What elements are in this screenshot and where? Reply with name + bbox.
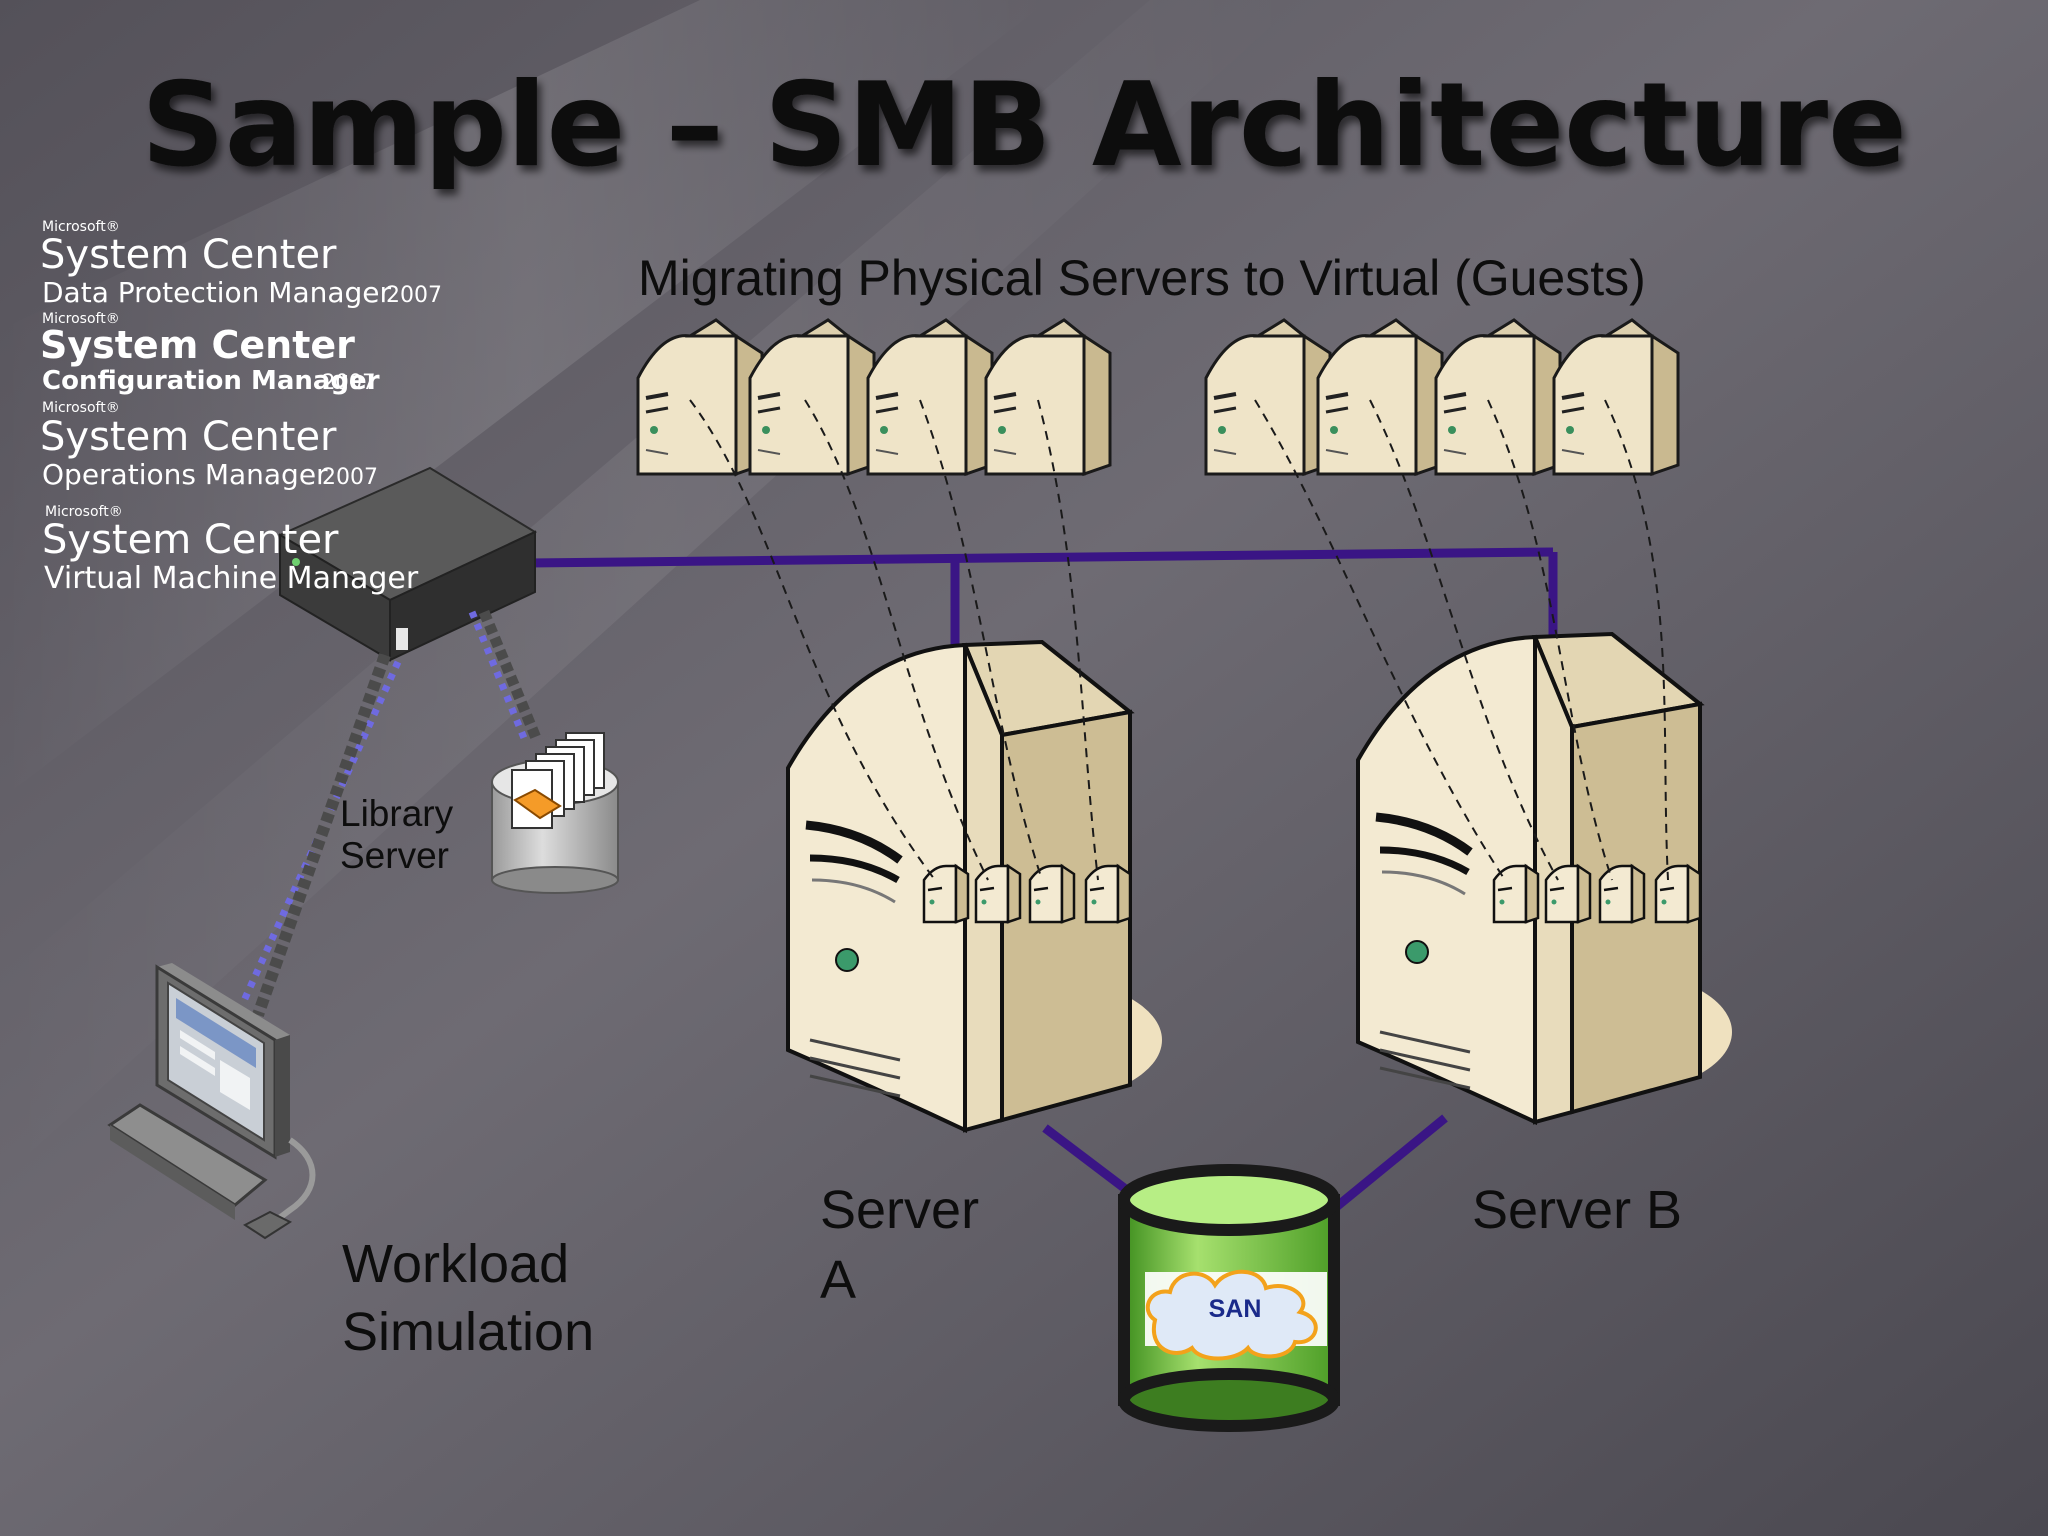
virtual-guest-icon — [1654, 863, 1702, 924]
server-a-label: A — [820, 1250, 856, 1310]
version-label: 2007 — [386, 283, 442, 308]
virtual-guest-icon — [974, 863, 1022, 924]
vendor-label: Microsoft® — [45, 504, 123, 520]
workload-simulation-label: Workload — [342, 1234, 569, 1294]
management-links — [238, 609, 542, 1017]
virtual-guest-icon — [1544, 863, 1592, 924]
product-label: Data Protection Manager — [42, 276, 392, 309]
virtual-guest-icon — [1598, 863, 1646, 924]
server-a-label: Server — [820, 1180, 979, 1240]
product-label: Operations Manager — [42, 458, 328, 491]
product-logo-opsmgr: Microsoft® System Center Operations Mana… — [40, 400, 378, 491]
product-label: Virtual Machine Manager — [44, 561, 419, 596]
version-label: 2007 — [322, 370, 375, 394]
san-storage: SAN — [1118, 1164, 1340, 1432]
server-b-label: Server B — [1472, 1180, 1682, 1240]
workstation-icon — [107, 963, 316, 1240]
vendor-label: Microsoft® — [42, 219, 120, 235]
product-logo-vmm: Microsoft® System Center Virtual Machine… — [42, 504, 419, 596]
server-a-power-led — [835, 948, 859, 972]
version-label: 2007 — [322, 465, 378, 490]
san-link-server-b — [1332, 1114, 1448, 1212]
vendor-label: Microsoft® — [42, 311, 120, 327]
virtual-guests-server-b — [1492, 863, 1702, 924]
physical-server-icon — [866, 318, 994, 477]
physical-server-icon — [984, 318, 1112, 477]
light-beam — [0, 0, 1300, 1180]
cloud-icon — [1145, 1269, 1318, 1361]
virtual-guest-icon — [1028, 863, 1076, 924]
product-logo-configmgr: Microsoft® System Center Configuration M… — [40, 311, 380, 396]
vendor-label: Microsoft® — [42, 400, 120, 416]
library-server-icon — [491, 732, 619, 894]
server-b-power-led — [1405, 940, 1429, 964]
library-server-label: Library — [340, 793, 454, 834]
product-label: Configuration Manager — [42, 366, 380, 396]
library-server-label: Server — [340, 835, 449, 876]
migration-paths — [689, 399, 1669, 881]
network-backbone — [527, 547, 1554, 568]
virtual-guest-icon — [1492, 863, 1540, 924]
brand-label: System Center — [40, 323, 355, 367]
brand-label: System Center — [40, 414, 337, 460]
virtual-guests-server-a — [922, 863, 1132, 924]
physical-server-icon — [1552, 318, 1680, 477]
virtual-guest-icon — [922, 863, 970, 924]
virtual-guest-icon — [1084, 863, 1132, 924]
brand-label: System Center — [40, 232, 337, 278]
product-logo-dpm: Microsoft® System Center Data Protection… — [40, 219, 442, 309]
physical-servers — [636, 318, 1680, 477]
light-beam — [0, 0, 1050, 800]
management-server — [277, 466, 538, 662]
slide-subtitle: Migrating Physical Servers to Virtual (G… — [638, 250, 1646, 306]
brand-label: System Center — [42, 517, 339, 563]
workload-simulation-label: Simulation — [342, 1302, 594, 1362]
slide-title: Sample – SMB Architecture — [141, 58, 1907, 193]
san-label: SAN — [1209, 1295, 1262, 1323]
